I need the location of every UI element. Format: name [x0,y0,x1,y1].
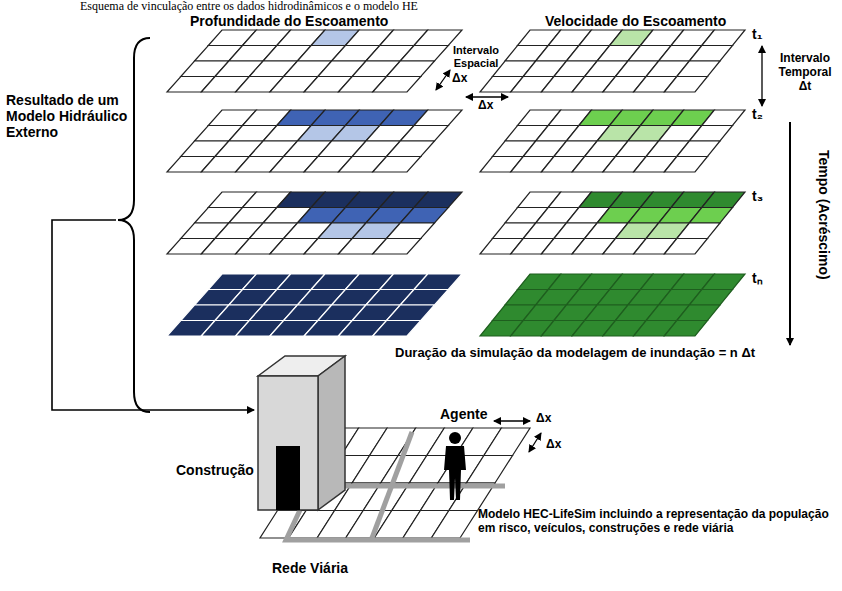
grid-cell [689,126,732,142]
grid-cell [677,141,720,157]
road [318,484,505,489]
grid-cell [387,61,435,77]
bracket [118,38,150,412]
grid-cell [373,321,421,337]
part-label: Rede Viária [272,560,348,576]
grid-cell [689,208,732,224]
grid-cell [400,126,448,142]
grid-stack [167,30,745,336]
building-door [276,446,300,510]
interval-label: Intervalo Espacial [440,44,512,69]
time-step: t₁ [752,26,762,42]
grid-cell [400,46,448,62]
link-arrow [52,220,254,410]
model-note: Modelo HEC-LifeSim incluindo a represent… [478,508,834,536]
grid-cell [414,110,462,126]
grid-cell [702,192,745,208]
grid-cell [373,77,421,93]
grid-cell [702,30,745,46]
grid-cell [702,110,745,126]
grid-cell [664,239,707,255]
grid-cell [387,141,435,157]
dx-arrow [466,96,508,97]
grid-cell [414,30,462,46]
grid-cell [664,157,707,173]
dx-arrow [436,70,450,90]
grid-cell [387,223,435,239]
grid-cell [702,274,745,290]
dimension: Δx [546,438,561,452]
duration-note: Duração da simulação da modelagem de inu… [395,346,755,361]
dimension: Δx [536,412,551,426]
grid-cell [373,157,421,173]
title: Esquema de vinculação entre os dados hid… [80,0,418,14]
time-step: t₃ [752,188,763,204]
grid-cell [431,511,477,539]
dx-arrow [494,420,530,421]
grid-cell [387,305,435,321]
grid-cell [400,290,448,306]
dimension: Δx [478,99,493,113]
time-arrow [789,122,791,345]
grid-cell [414,274,462,290]
building-side [318,356,345,510]
grid-cell [466,456,512,484]
part-label: Agente [440,406,487,422]
grid-cell [677,61,720,77]
grid-cell [677,305,720,321]
building-front [258,376,318,510]
part-label: Construção [176,462,254,478]
interval-label: Intervalo Temporal Δt [772,52,838,93]
grid-cell [664,77,707,93]
dimension: Δx [452,72,467,86]
agent-figure [444,432,466,500]
grid-cell [414,192,462,208]
grid-cell [689,46,732,62]
grid-cell [677,223,720,239]
group-label: Resultado de um Modelo Hidráulico Extern… [6,92,128,140]
axis-label: Tempo (Acréscimo) [816,150,832,280]
grid-cell [400,208,448,224]
grid-cell [664,321,707,337]
dt-arrow [761,46,762,106]
time-step: t₂ [752,106,763,122]
column-header: Profundidade do Escoamento [190,13,388,29]
grid-cell [373,239,421,255]
grid-cell [689,290,732,306]
column-header: Velocidade do Escoamento [545,13,726,29]
dx-arrow [529,433,541,452]
road [372,432,412,538]
grid-cell [484,428,530,456]
time-step: tₙ [752,270,763,286]
